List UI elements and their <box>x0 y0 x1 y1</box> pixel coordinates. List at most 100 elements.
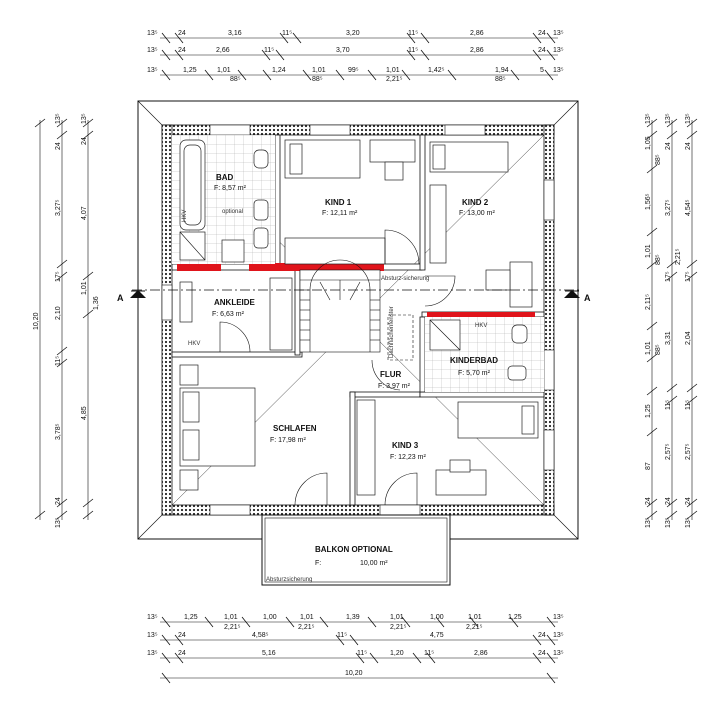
dim-label: 1,25 <box>645 404 652 418</box>
dim-label: 24 <box>685 497 692 505</box>
highlighted-walls <box>177 263 535 318</box>
dimension-labels-left: 10,20 13⁵ 24 3,27⁵ 17⁵ 2,10 11⁵ 3,78⁵ 24… <box>33 113 100 528</box>
dimension-chain-left <box>39 120 89 520</box>
section-label-right: A <box>584 293 591 303</box>
dim-label: 4,58⁵ <box>252 632 269 639</box>
dim-label: 1,01 <box>390 614 404 621</box>
room-area-kind2: F: 13,00 m² <box>459 210 495 217</box>
dim-label: 11⁵ <box>424 650 434 657</box>
room-area-kinderbad: F: 5,70 m² <box>458 370 491 377</box>
section-line <box>130 289 582 298</box>
dimension-chain-top <box>160 37 558 76</box>
dim-label: 24 <box>538 650 546 657</box>
section-label-left: A <box>117 293 124 303</box>
dim-label: 2,57⁵ <box>665 443 672 460</box>
dim-label: 87 <box>645 462 652 470</box>
dim-label: 4,75 <box>430 632 444 639</box>
room-name-flur: FLUR <box>380 370 402 379</box>
dim-label: 2,11⁵ <box>645 294 652 310</box>
dim-label: 13⁵ <box>553 30 564 37</box>
dim-label: 1,25 <box>184 614 198 621</box>
dim-label: 1,00 <box>263 614 277 621</box>
dim-label: 24 <box>538 47 546 54</box>
room-name-balkon: BALKON OPTIONAL <box>315 545 393 554</box>
dim-label: 13⁵ <box>553 650 564 657</box>
dim-label: 5,16 <box>262 650 276 657</box>
room-name-kind1: KIND 1 <box>325 198 352 207</box>
dim-label: 99⁵ <box>348 67 359 74</box>
dim-label: 24 <box>178 650 186 657</box>
dim-label: 1,56⁵ <box>645 193 652 210</box>
dimension-ticks-left <box>34 118 94 520</box>
dim-label: 2,86 <box>474 650 488 657</box>
room-name-kinderbad: KINDERBAD <box>450 356 498 365</box>
room-name-ankleide: ANKLEIDE <box>214 298 256 307</box>
dim-label: 24 <box>81 137 88 145</box>
dim-label: 24 <box>538 632 546 639</box>
dim-label: 4,85 <box>81 406 88 420</box>
room-area-flur: F: 3,97 m² <box>378 383 411 390</box>
dim-label: 2,66 <box>216 47 230 54</box>
dim-label: 3,27⁵ <box>55 199 62 216</box>
dim-label: 13⁵ <box>147 632 158 639</box>
bad-optional-note: optional <box>222 209 243 215</box>
staircase <box>299 259 381 353</box>
balkon-area-label: F: <box>315 560 321 567</box>
dim-label: 13⁵ <box>147 614 158 621</box>
bad-fixtures <box>179 139 269 263</box>
dim-label: 4,54⁵ <box>685 199 692 216</box>
dim-label: 11⁵ <box>55 356 62 366</box>
dim-label: 13⁵ <box>553 47 564 54</box>
dim-label: 2,21⁵ <box>298 624 315 631</box>
kind1-furniture <box>284 139 420 265</box>
dim-label: 13⁵ <box>665 517 672 528</box>
room-area-kind1: F: 12,11 m² <box>322 210 358 217</box>
dim-label: 88⁵ <box>312 76 323 83</box>
dim-label: 1,25 <box>183 67 197 74</box>
annotation-hkv: HKV <box>188 341 200 347</box>
dim-label: 2,04 <box>685 331 692 345</box>
outer-walls <box>161 124 555 516</box>
dim-label: 3,16 <box>228 30 242 37</box>
dim-label: 13⁵ <box>645 113 652 124</box>
dim-label: 13⁵ <box>685 517 692 528</box>
dim-label: 1,94 <box>495 67 509 74</box>
dim-label: 1,01 <box>468 614 482 621</box>
dimension-labels-bottom: 13⁵ 1,25 1,01 2,21⁵ 1,00 1,01 2,21⁵ 1,39… <box>147 614 564 677</box>
dim-label: 24 <box>55 497 62 505</box>
dim-label: 88⁵ <box>655 254 662 265</box>
annotation-absturz: Absturz-sicherung <box>381 276 429 282</box>
dim-label: 88⁵ <box>655 344 662 355</box>
dimension-ticks-top <box>161 32 556 81</box>
room-area-kind3: F: 12,23 m² <box>390 454 426 461</box>
dimension-ticks-right <box>646 118 698 520</box>
dim-label: 88⁵ <box>655 154 662 165</box>
dim-label: 13⁵ <box>147 67 158 74</box>
room-name-schlafen: SCHLAFEN <box>273 424 317 433</box>
dim-label: 4,07 <box>81 206 88 220</box>
dim-label: 17⁵ <box>55 271 62 282</box>
dim-label: 1,01 <box>224 614 238 621</box>
dim-label: 13⁵ <box>685 113 692 124</box>
dim-label: 1,00 <box>430 614 444 621</box>
dimension-chain-bottom <box>160 621 558 679</box>
kind3-furniture <box>384 401 539 506</box>
dim-label: 1,01 <box>217 67 231 74</box>
dim-label: 88⁵ <box>495 76 506 83</box>
dim-label: 24 <box>685 142 692 150</box>
dim-label: 2,57⁵ <box>685 443 692 460</box>
dim-label: 13⁵ <box>645 517 652 528</box>
dim-label: 13⁵ <box>55 517 62 528</box>
dim-label: 11⁵ <box>282 30 292 37</box>
dim-label: 1,01 <box>81 281 88 295</box>
annotation-hkv-kinderbad: HKV <box>475 323 487 329</box>
dim-label: 1,01 <box>300 614 314 621</box>
dim-label: 1,01 <box>386 67 400 74</box>
dim-label: 24 <box>178 632 186 639</box>
annotation-hkv-bad: HKV <box>182 210 188 222</box>
dimension-labels-top: 13⁵ 24 3,16 11⁵ 3,20 11⁵ 2,86 24 13⁵ 13⁵… <box>147 30 564 83</box>
dim-label: 88⁵ <box>230 76 241 83</box>
schlafen-furniture <box>179 359 401 506</box>
dim-label: 24 <box>645 497 652 505</box>
